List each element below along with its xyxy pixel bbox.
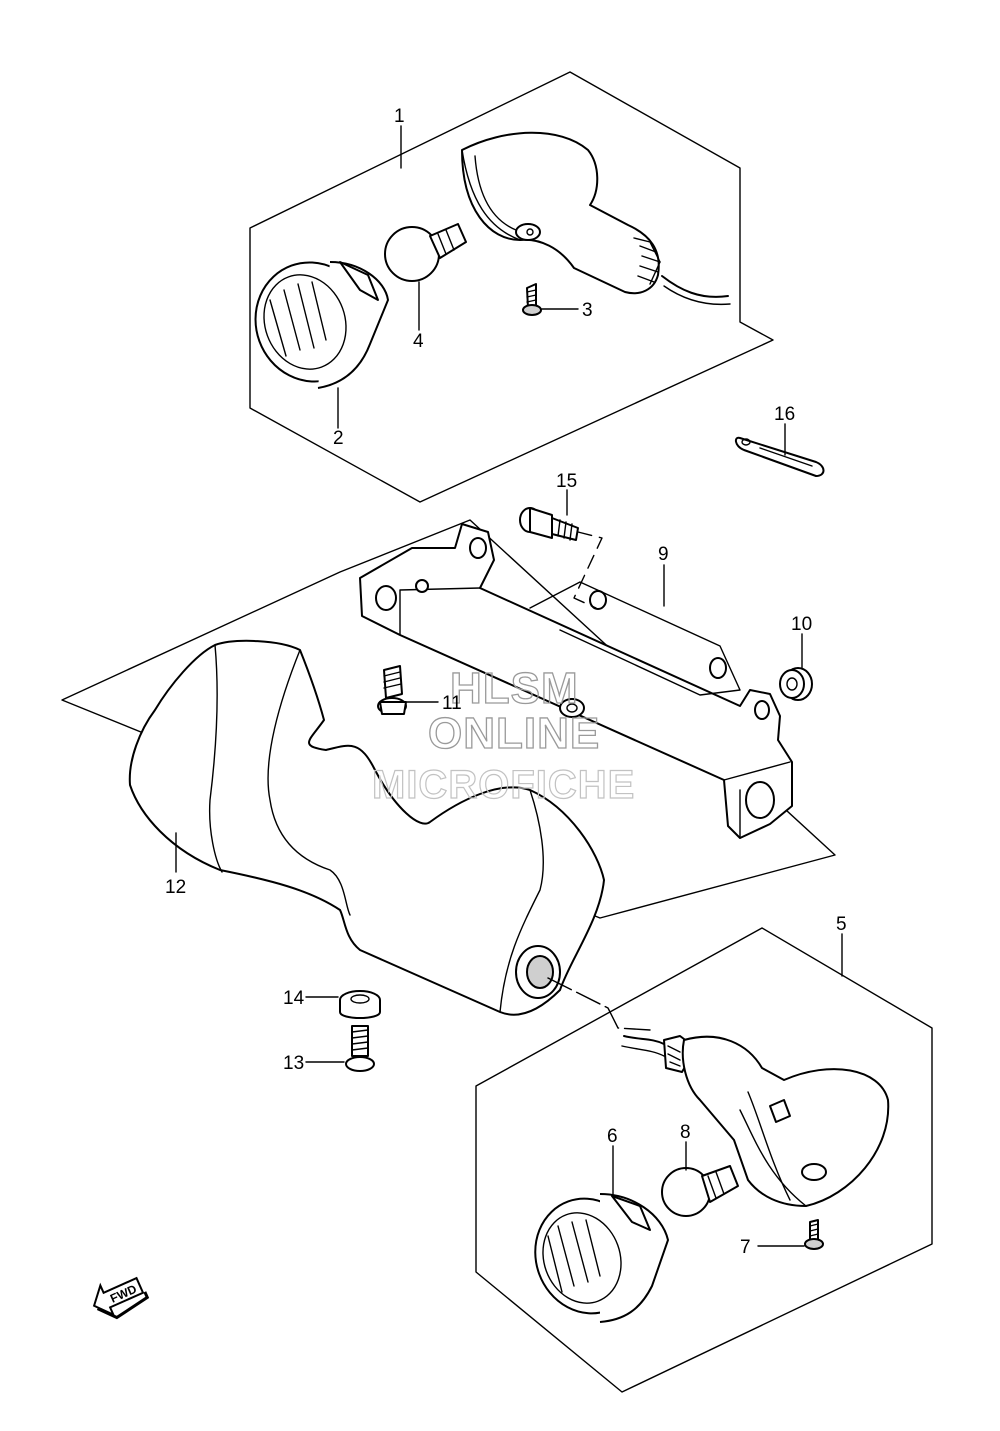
callout-15: 15 bbox=[556, 471, 577, 492]
callout-2: 2 bbox=[333, 428, 344, 449]
lower-turn-signal-group bbox=[475, 927, 933, 1393]
callout-6: 6 bbox=[607, 1126, 618, 1147]
lower-screw bbox=[804, 1219, 824, 1250]
callout-13: 13 bbox=[283, 1053, 304, 1074]
upper-assembly-outline bbox=[249, 71, 774, 503]
flange-bolt bbox=[377, 665, 407, 715]
bracket-grommet bbox=[779, 667, 813, 701]
callout-5: 5 bbox=[836, 914, 847, 935]
upper-lens bbox=[254, 261, 389, 389]
callout-1: 1 bbox=[394, 106, 405, 127]
cover-bolt bbox=[345, 1025, 375, 1072]
cover-grommet bbox=[339, 990, 381, 1019]
watermark-line-2: ONLINE bbox=[428, 709, 600, 758]
bracket-bolt bbox=[519, 507, 603, 609]
watermark: HLSM ONLINE MICROFICHE bbox=[371, 663, 635, 807]
callout-9: 9 bbox=[658, 544, 669, 565]
callout-10: 10 bbox=[791, 614, 812, 635]
callout-7: 7 bbox=[740, 1237, 751, 1258]
lower-bulb bbox=[661, 1165, 739, 1217]
upper-bulb bbox=[384, 223, 467, 282]
callout-4: 4 bbox=[413, 331, 424, 352]
callout-11: 11 bbox=[442, 693, 462, 714]
upper-screw bbox=[522, 283, 542, 316]
bracket-group bbox=[61, 423, 836, 919]
mounting-cover bbox=[128, 639, 651, 1031]
upper-signal-housing bbox=[461, 131, 731, 306]
watermark-line-1: HLSM bbox=[450, 664, 579, 713]
callout-3: 3 bbox=[582, 300, 593, 321]
callout-numbers: 1 2 3 4 5 6 7 8 9 10 11 12 13 14 15 16 bbox=[165, 106, 847, 1258]
mounting-bracket bbox=[359, 523, 793, 839]
callout-16: 16 bbox=[774, 404, 795, 425]
callout-14: 14 bbox=[283, 988, 305, 1009]
fwd-arrow-icon: FWD bbox=[92, 1276, 150, 1320]
lower-signal-housing bbox=[621, 1035, 890, 1207]
callout-8: 8 bbox=[680, 1122, 691, 1143]
watermark-line-3: MICROFICHE bbox=[372, 763, 635, 807]
lower-assembly-outline bbox=[475, 927, 933, 1393]
callout-12: 12 bbox=[165, 877, 186, 898]
lower-lens bbox=[534, 1193, 669, 1323]
wire-clip bbox=[734, 436, 825, 477]
upper-turn-signal-group bbox=[249, 71, 774, 503]
